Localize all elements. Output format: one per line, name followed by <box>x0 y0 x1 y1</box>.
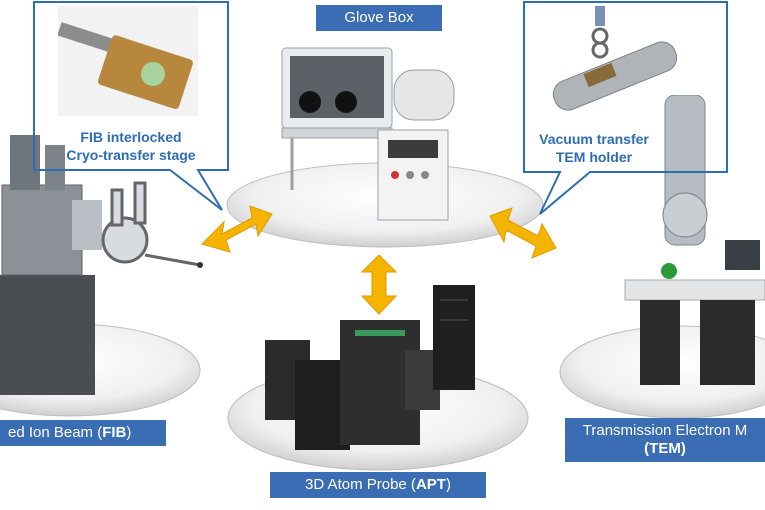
arrow-glovebox-apt <box>360 254 398 315</box>
tem-image <box>624 95 765 385</box>
tem-holder-callout: Vacuum transfer TEM holder <box>524 130 664 166</box>
arrow-glovebox-fib <box>201 205 273 253</box>
apt-label-prefix: 3D Atom Probe ( <box>305 476 416 493</box>
fib-stage-callout: FIB interlocked Cryo-transfer stage <box>34 128 228 164</box>
tem-holder-line2: TEM holder <box>555 149 633 165</box>
tem-holder-line1: Vacuum transfer <box>539 131 649 147</box>
fib-label-suffix: ) <box>126 424 132 441</box>
glove-box-label-text: Glove Box <box>344 9 414 26</box>
tem-label: Transmission Electron M (TEM) <box>565 418 765 462</box>
fib-label-bold: FIB <box>102 424 127 441</box>
glovebox-image <box>281 47 455 221</box>
tem-holder-photo <box>552 6 678 111</box>
apt-label-bold: APT <box>415 476 446 493</box>
fib-stage-photo <box>58 6 198 116</box>
fib-callout-frame <box>33 1 229 211</box>
arrow-glovebox-tem <box>489 207 557 259</box>
fib-label: ed Ion Beam (FIB) <box>0 420 166 446</box>
tem-label-bold: (TEM) <box>644 440 686 457</box>
tem-label-line1: Transmission Electron M <box>582 422 748 439</box>
fib-stage-line2: Cryo-transfer stage <box>66 147 196 163</box>
apt-label: 3D Atom Probe (APT) <box>270 472 486 498</box>
apt-image <box>265 285 475 450</box>
fib-stage-line1: FIB interlocked <box>80 129 182 145</box>
glove-box-label: Glove Box <box>316 5 442 31</box>
tem-callout-frame <box>523 1 728 215</box>
fib-label-prefix: ed Ion Beam ( <box>8 424 103 441</box>
apt-label-suffix: ) <box>445 476 451 493</box>
tem-label-line2: (TEM) <box>573 440 757 458</box>
fib-image <box>0 135 203 395</box>
